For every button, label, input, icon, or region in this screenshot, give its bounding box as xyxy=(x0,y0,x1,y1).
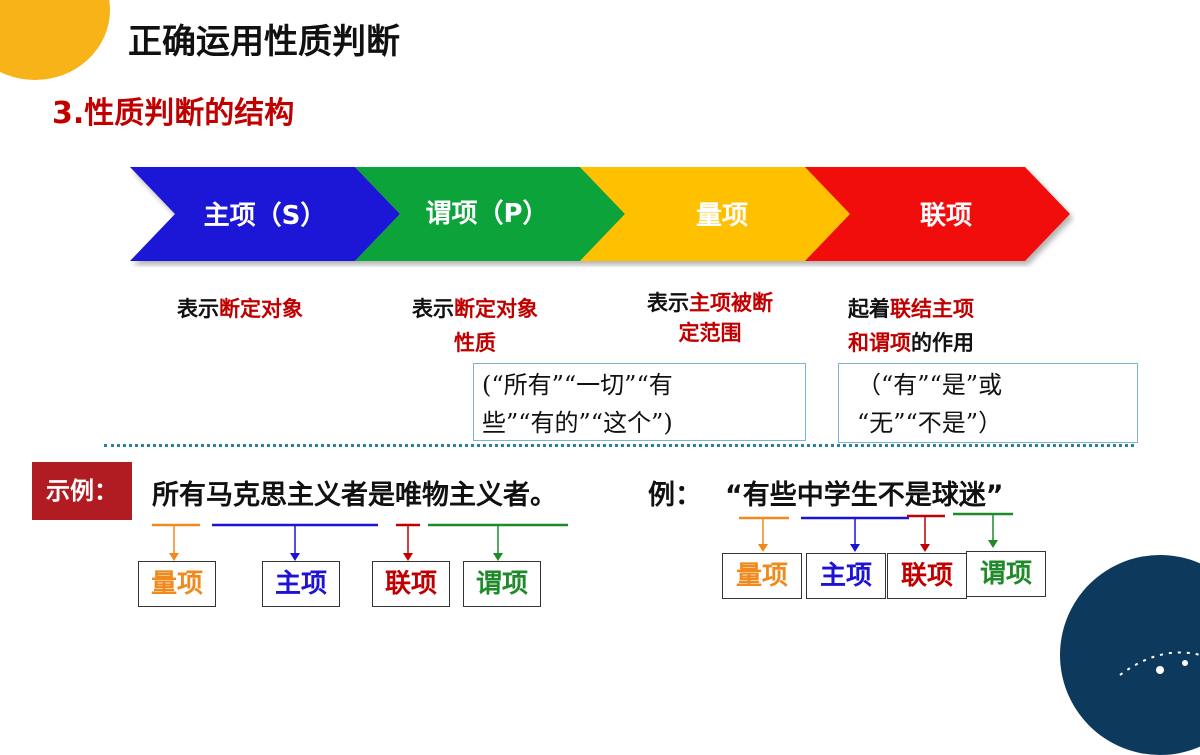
example-sentence: 所有马克思主义者是唯物主义者。 xyxy=(152,480,557,511)
dotted-divider xyxy=(104,444,1134,447)
chevron-quantifier xyxy=(580,167,850,261)
page-title: 正确运用性质判断 xyxy=(128,22,400,62)
decor-top-left xyxy=(0,0,110,80)
chevron-copula xyxy=(805,167,1070,261)
copula-examples-line1: （“有”“是”或 xyxy=(857,371,1003,399)
desc-copula-red2: 和谓项 xyxy=(848,331,911,355)
desc-predicate: 表示断定对象 性质 xyxy=(380,292,570,360)
example2-term-copula: 联项 xyxy=(887,553,967,599)
chevron-predicate xyxy=(355,167,625,261)
example2-sentence: “有些中学生不是球迷” xyxy=(725,480,1004,511)
quantifier-examples-box: (“所有”“一切”“有 些”“有的”“这个”) xyxy=(473,363,806,441)
desc-quantifier-plain: 表示 xyxy=(647,291,689,315)
example-tag: 示例： xyxy=(32,462,132,520)
quantifier-examples-line2: 些”“有的”“这个”) xyxy=(482,409,673,437)
copula-examples-line2: “无”“不是”） xyxy=(857,409,1003,437)
chevron-label-copula: 联项 xyxy=(920,201,972,231)
example2-term-predicate: 谓项 xyxy=(966,551,1046,597)
chevron-label-subject: 主项（S） xyxy=(204,201,327,231)
quantifier-examples-line1: (“所有”“一切”“有 xyxy=(482,371,673,399)
chevron-label-predicate: 谓项（P） xyxy=(425,199,548,229)
example2-brackets xyxy=(739,512,1013,552)
example2-prefix: 例： xyxy=(648,480,702,511)
desc-subject-plain: 表示 xyxy=(177,297,219,321)
example-term-quantifier: 量项 xyxy=(138,561,216,607)
desc-subject: 表示断定对象 xyxy=(150,292,330,326)
section-subtitle: 3.性质判断的结构 xyxy=(52,96,295,131)
chevron-label-quantifier: 量项 xyxy=(696,201,748,231)
desc-copula-plain1: 起着 xyxy=(848,297,890,321)
example2-term-subject: 主项 xyxy=(806,553,886,599)
desc-quantifier-red2: 定范围 xyxy=(678,321,742,345)
desc-copula-plain2: 的作用 xyxy=(911,331,974,355)
desc-quantifier-red1: 主项被断 xyxy=(689,291,773,315)
chevron-process: 主项（S） 谓项（P） 量项 联项 xyxy=(130,167,1070,261)
decor-bottom-right xyxy=(1060,555,1200,755)
example-term-predicate: 谓项 xyxy=(463,561,541,607)
desc-quantifier: 表示主项被断 定范围 xyxy=(615,288,805,348)
desc-predicate-red2: 性质 xyxy=(454,331,496,355)
example-brackets xyxy=(152,523,568,561)
example2-term-quantifier: 量项 xyxy=(722,553,802,599)
chevron-subject xyxy=(130,167,400,261)
desc-copula: 起着联结主项 和谓项的作用 xyxy=(848,292,1023,360)
desc-subject-red: 断定对象 xyxy=(219,297,303,321)
desc-copula-red1: 联结主项 xyxy=(890,297,974,321)
example-term-copula: 联项 xyxy=(372,561,450,607)
copula-examples-box: （“有”“是”或 “无”“不是”） xyxy=(838,363,1138,443)
desc-predicate-red1: 断定对象 xyxy=(454,297,538,321)
example-term-subject: 主项 xyxy=(262,561,340,607)
desc-predicate-plain: 表示 xyxy=(412,297,454,321)
